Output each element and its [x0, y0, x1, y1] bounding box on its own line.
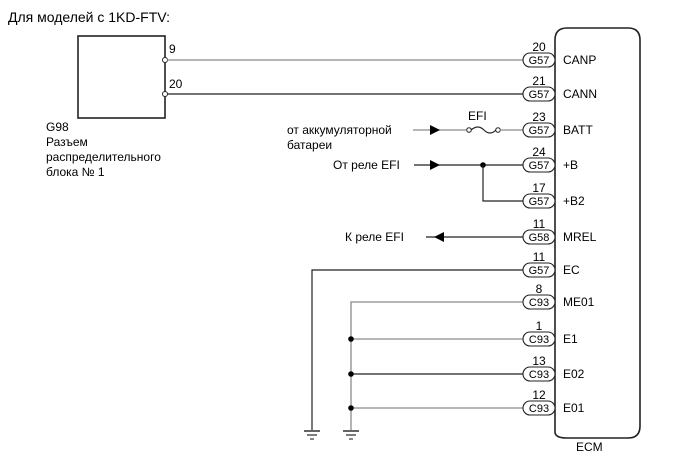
pin-number: 21	[532, 74, 546, 88]
ground-symbol-icon	[343, 430, 359, 440]
to-efi-relay-label: К реле EFI	[345, 230, 404, 244]
jb-pin-20: 20	[169, 77, 183, 91]
pin-number: 17	[532, 181, 546, 195]
pin-number: 11	[533, 217, 546, 231]
pin-number: 23	[532, 110, 546, 124]
battery-label-line-1: от аккумуляторной	[287, 123, 392, 137]
signal-name: +B	[563, 158, 578, 172]
wire-ec	[311, 269, 523, 430]
junction-dot-icon	[348, 405, 354, 411]
battery-label-line-2: батареи	[287, 138, 332, 152]
signal-name: E02	[563, 367, 585, 381]
jb-pin-9: 9	[169, 42, 176, 56]
junction-dot-icon	[348, 336, 354, 342]
connector-code: G57	[529, 55, 550, 67]
signal-name: E01	[563, 401, 585, 415]
fuse-label: EFI	[468, 109, 487, 123]
jb-terminal-20	[162, 91, 168, 97]
arrow-right-icon	[430, 125, 440, 135]
pin-number: 11	[533, 250, 546, 264]
connector-oval	[522, 122, 556, 138]
connector-oval	[522, 262, 556, 278]
pin-number: 20	[532, 40, 546, 54]
diagram-title: Для моделей с 1KD-FTV:	[8, 9, 170, 25]
signal-name: CANN	[563, 87, 597, 101]
connector-code: G57	[529, 160, 550, 172]
signal-name: +B2	[563, 194, 585, 208]
ground-symbol-icon	[304, 430, 320, 440]
connector-oval	[522, 193, 556, 209]
signal-name: EC	[563, 263, 580, 277]
jb-code: G98	[46, 120, 69, 134]
from-efi-relay-label: От реле EFI	[333, 158, 400, 172]
junction-dot-icon	[348, 371, 354, 377]
ecm-label: ECM	[576, 440, 603, 454]
connector-code: G57	[529, 196, 550, 208]
connector-code: C93	[529, 369, 549, 381]
jb-name-line-1: Разъем	[46, 135, 88, 149]
fuse-icon	[466, 126, 501, 134]
junction-block-box	[77, 35, 166, 119]
connector-code: G57	[529, 265, 550, 277]
wire-plus-b2	[482, 165, 523, 202]
connector-oval	[522, 52, 556, 68]
jb-terminal-9	[162, 57, 168, 63]
connector-code: C93	[529, 334, 549, 346]
ecm-box	[554, 27, 641, 439]
pin-number: 1	[536, 319, 543, 333]
arrow-left-icon	[434, 232, 444, 242]
signal-name: E1	[563, 332, 578, 346]
pin-number: 12	[532, 388, 546, 402]
signal-name: CANP	[563, 53, 596, 67]
pin-number: 13	[532, 354, 546, 368]
connector-code: G58	[529, 232, 550, 244]
jb-name-line-3: блока № 1	[46, 165, 105, 179]
signal-name: MREL	[563, 230, 597, 244]
connector-oval	[522, 400, 556, 416]
pin-number: 24	[532, 145, 546, 159]
signal-name: ME01	[563, 295, 595, 309]
connector-code: G57	[529, 125, 550, 137]
arrow-right-icon	[430, 160, 440, 170]
connector-oval	[522, 229, 556, 245]
jb-name-line-2: распределительного	[46, 150, 161, 164]
signal-name: BATT	[563, 123, 593, 137]
connector-oval	[522, 366, 556, 382]
connector-oval	[522, 331, 556, 347]
connector-oval	[522, 157, 556, 173]
connector-oval	[522, 86, 556, 102]
connector-code: C93	[529, 403, 549, 415]
connector-oval	[522, 294, 556, 310]
wire-me01	[350, 301, 523, 430]
pin-number: 8	[536, 282, 543, 296]
connector-code: C93	[529, 297, 549, 309]
connector-code: G57	[529, 89, 550, 101]
